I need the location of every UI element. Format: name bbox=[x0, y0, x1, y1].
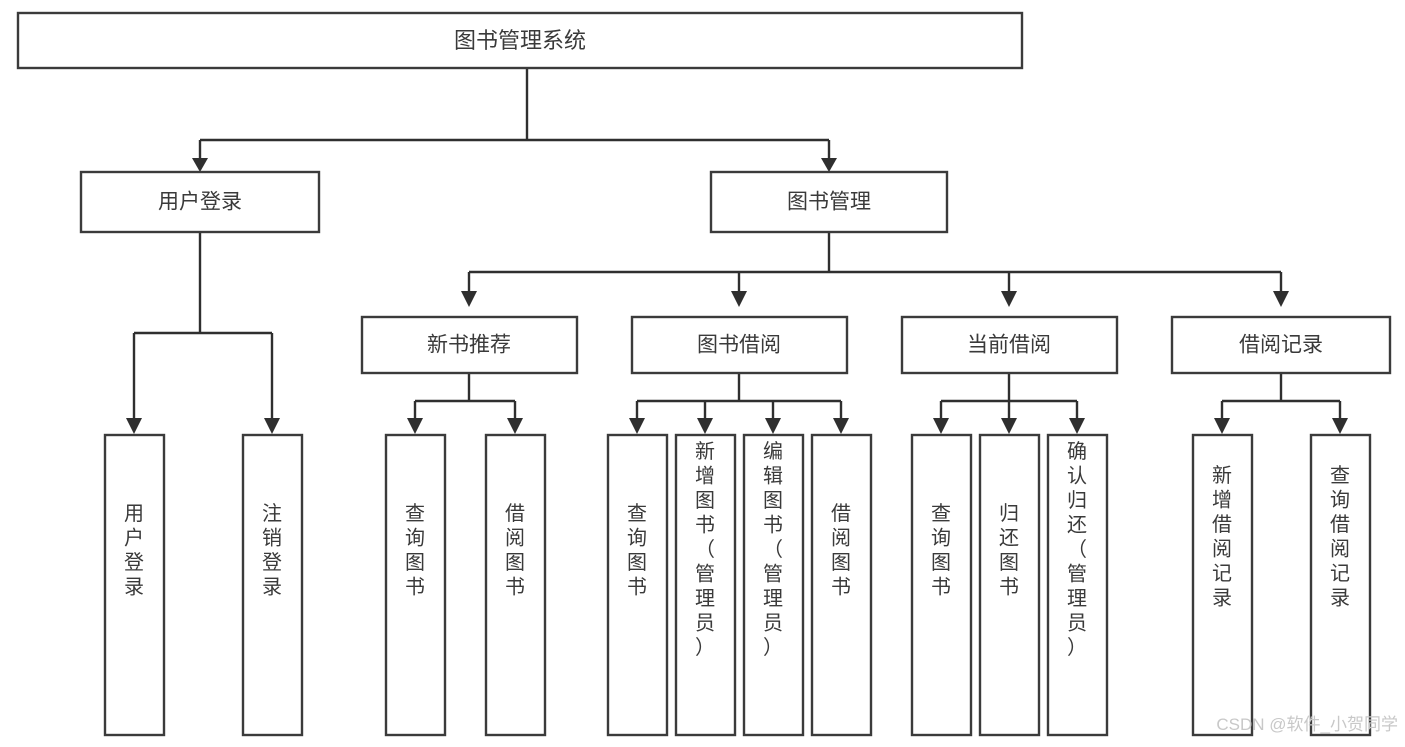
node-leaf-add-record-box[interactable] bbox=[1191, 433, 1254, 737]
node-leaf-edit-book[interactable]: 编辑图书（管理员） bbox=[742, 433, 805, 737]
node-leaf-query-book-3[interactable]: 查询图书 bbox=[910, 433, 973, 737]
node-leaf-edit-book-label: 编辑图书（管理员） bbox=[763, 440, 783, 659]
node-leaf-user-login[interactable]: 用户登录 bbox=[103, 433, 166, 737]
arrowhead-book-borrow bbox=[731, 291, 747, 307]
connector-new-book-recommend-bus bbox=[413, 373, 517, 420]
node-book-management[interactable]: 图书管理 bbox=[709, 170, 949, 234]
arrowhead-leaf-query-book-2 bbox=[629, 418, 645, 434]
node-user-login-box[interactable] bbox=[79, 170, 321, 234]
node-book-borrow[interactable]: 图书借阅 bbox=[630, 315, 849, 375]
node-current-borrow[interactable]: 当前借阅 bbox=[900, 315, 1119, 375]
leaf-layer: 用户登录 注销登录 查询图书 借阅图书 查询图书 新增图书（管理员） 编辑图书（… bbox=[103, 433, 1372, 737]
node-current-borrow-label: 当前借阅 bbox=[967, 334, 1051, 357]
node-leaf-query-book-1-label: 查询图书 bbox=[405, 502, 425, 599]
node-book-management-label: 图书管理 bbox=[787, 191, 871, 214]
arrowhead-book-management bbox=[821, 158, 837, 172]
arrowhead-leaf-borrow-book-2 bbox=[833, 418, 849, 434]
node-leaf-query-book-2-box[interactable] bbox=[606, 433, 669, 737]
node-leaf-user-login-label: 用户登录 bbox=[124, 503, 144, 599]
node-new-book-recommend-box[interactable] bbox=[360, 315, 579, 375]
arrowhead-leaf-confirm-return bbox=[1069, 418, 1085, 434]
node-leaf-query-book-3-label: 查询图书 bbox=[931, 502, 951, 599]
node-root-box[interactable] bbox=[16, 11, 1024, 70]
arrowhead-leaf-return-book bbox=[1001, 418, 1017, 434]
node-leaf-borrow-book-1-box[interactable] bbox=[484, 433, 547, 737]
node-leaf-query-record[interactable]: 查询借阅记录 bbox=[1309, 433, 1372, 737]
connector-user-login-bus bbox=[132, 232, 274, 420]
node-leaf-confirm-return-box[interactable] bbox=[1046, 433, 1109, 737]
node-leaf-user-logout-box[interactable] bbox=[241, 433, 304, 737]
node-book-management-box[interactable] bbox=[709, 170, 949, 234]
node-leaf-edit-book-box[interactable] bbox=[742, 433, 805, 737]
node-leaf-add-book[interactable]: 新增图书（管理员） bbox=[674, 433, 737, 737]
node-new-book-recommend-label: 新书推荐 bbox=[427, 334, 511, 357]
node-leaf-query-record-label: 查询借阅记录 bbox=[1330, 464, 1350, 610]
arrowhead-new-book-recommend bbox=[461, 291, 477, 307]
node-leaf-query-book-1-box[interactable] bbox=[384, 433, 447, 737]
connector-borrow-record-bus bbox=[1220, 373, 1342, 420]
node-leaf-query-book-1[interactable]: 查询图书 bbox=[384, 433, 447, 737]
node-leaf-confirm-return[interactable]: 确认归还（管理员） bbox=[1046, 433, 1109, 737]
arrowhead-leaf-query-book-1 bbox=[407, 418, 423, 434]
node-current-borrow-box[interactable] bbox=[900, 315, 1119, 375]
arrowhead-user-login bbox=[192, 158, 208, 172]
arrowhead-leaf-edit-book bbox=[765, 418, 781, 434]
node-leaf-borrow-book-2[interactable]: 借阅图书 bbox=[810, 433, 873, 737]
node-leaf-return-book-label: 归还图书 bbox=[999, 502, 1019, 599]
node-leaf-user-logout-label: 注销登录 bbox=[262, 502, 282, 599]
node-leaf-confirm-return-label: 确认归还（管理员） bbox=[1067, 440, 1087, 659]
node-root[interactable]: 图书管理系统 bbox=[16, 11, 1024, 70]
node-leaf-return-book[interactable]: 归还图书 bbox=[978, 433, 1041, 737]
node-leaf-query-book-2[interactable]: 查询图书 bbox=[606, 433, 669, 737]
node-leaf-query-record-box[interactable] bbox=[1309, 433, 1372, 737]
node-borrow-record-box[interactable] bbox=[1170, 315, 1392, 375]
connector-book-management-bus bbox=[467, 232, 1283, 293]
arrowhead-leaf-query-record bbox=[1332, 418, 1348, 434]
node-leaf-borrow-book-2-label: 借阅图书 bbox=[831, 502, 851, 599]
arrowhead-current-borrow bbox=[1001, 291, 1017, 307]
connector-root-bus bbox=[198, 68, 831, 160]
arrowhead-leaf-borrow-book-1 bbox=[507, 418, 523, 434]
csdn-watermark: CSDN @软件_小贺同学 bbox=[1216, 715, 1398, 734]
node-leaf-user-logout[interactable]: 注销登录 bbox=[241, 433, 304, 737]
node-leaf-add-record-label: 新增借阅记录 bbox=[1212, 464, 1232, 610]
node-leaf-add-record[interactable]: 新增借阅记录 bbox=[1191, 433, 1254, 737]
node-leaf-add-book-label: 新增图书（管理员） bbox=[695, 440, 715, 659]
connector-layer bbox=[126, 68, 1348, 434]
node-book-borrow-label: 图书借阅 bbox=[697, 334, 781, 357]
node-borrow-record-label: 借阅记录 bbox=[1239, 334, 1323, 357]
node-book-borrow-box[interactable] bbox=[630, 315, 849, 375]
node-user-login[interactable]: 用户登录 bbox=[79, 170, 321, 234]
arrowhead-leaf-add-record bbox=[1214, 418, 1230, 434]
node-root-label: 图书管理系统 bbox=[454, 28, 586, 53]
node-leaf-borrow-book-1-label: 借阅图书 bbox=[505, 502, 525, 599]
arrowhead-leaf-user-logout bbox=[264, 418, 280, 434]
node-leaf-user-login-box[interactable] bbox=[103, 433, 166, 737]
connector-current-borrow-bus bbox=[939, 373, 1079, 420]
arrowhead-leaf-add-book bbox=[697, 418, 713, 434]
node-user-login-label: 用户登录 bbox=[158, 191, 242, 214]
arrowhead-leaf-user-login bbox=[126, 418, 142, 434]
node-leaf-borrow-book-1[interactable]: 借阅图书 bbox=[484, 433, 547, 737]
arrowhead-leaf-query-book-3 bbox=[933, 418, 949, 434]
node-new-book-recommend[interactable]: 新书推荐 bbox=[360, 315, 579, 375]
node-leaf-add-book-box[interactable] bbox=[674, 433, 737, 737]
node-leaf-query-book-2-label: 查询图书 bbox=[627, 502, 647, 599]
node-leaf-borrow-book-2-box[interactable] bbox=[810, 433, 873, 737]
connector-book-borrow-bus bbox=[635, 373, 843, 420]
node-leaf-return-book-box[interactable] bbox=[978, 433, 1041, 737]
arrowhead-borrow-record bbox=[1273, 291, 1289, 307]
node-borrow-record[interactable]: 借阅记录 bbox=[1170, 315, 1392, 375]
node-leaf-query-book-3-box[interactable] bbox=[910, 433, 973, 737]
